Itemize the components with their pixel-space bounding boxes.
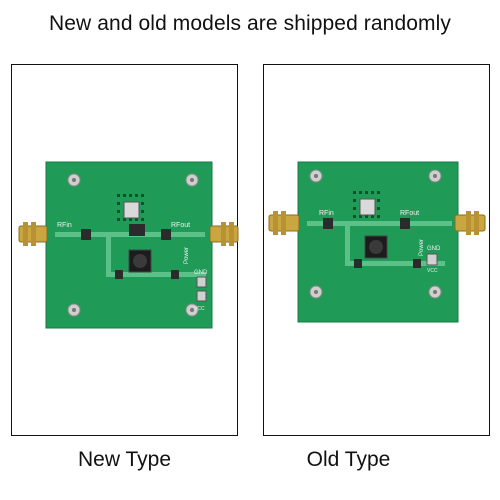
- old-type-board-image: RFin RFout GND VCC Power: [268, 161, 486, 323]
- headline: New and old models are shipped randomly: [49, 12, 451, 35]
- vcc-label: VCC: [194, 306, 205, 312]
- vcc-label: VCC: [427, 268, 438, 274]
- power-label: Power: [184, 247, 190, 264]
- sma-connector-left: [268, 211, 300, 235]
- new-type-caption: New Type: [78, 448, 171, 471]
- power-label: Power: [419, 239, 425, 256]
- rf-out-label: RFout: [171, 222, 190, 229]
- old-type-caption: Old Type: [306, 448, 391, 471]
- gnd-label: GND: [194, 270, 208, 276]
- sma-connector-left: [18, 222, 48, 246]
- sma-connector-right: [209, 222, 239, 246]
- rf-out-label: RFout: [400, 210, 419, 217]
- mounting-hole: [67, 173, 199, 317]
- gnd-label: GND: [427, 246, 441, 252]
- rf-in-label: RFin: [319, 210, 334, 217]
- mounting-hole: [309, 169, 442, 299]
- sma-connector-right: [454, 211, 486, 235]
- rf-in-label: RFin: [57, 222, 72, 229]
- new-type-board-image: RFin RFout GND VCC Power: [18, 161, 239, 329]
